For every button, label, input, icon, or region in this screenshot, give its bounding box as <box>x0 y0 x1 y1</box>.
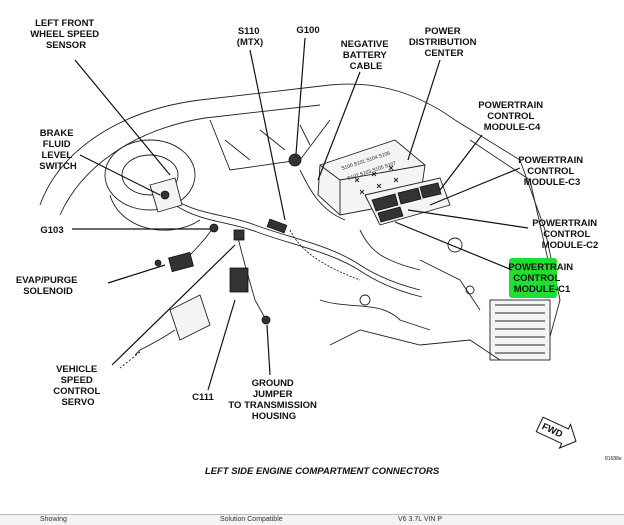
label-s110: S110 (MTX) <box>237 26 263 48</box>
diagram-caption: LEFT SIDE ENGINE COMPARTMENT CONNECTORS <box>205 466 440 477</box>
label-left-front-wheel-speed-sensor: LEFT FRONT WHEEL SPEED SENSOR <box>30 18 102 51</box>
figure-code: 81688e <box>605 456 622 462</box>
label-pcm-c4: POWERTRAIN CONTROL MODULE-C4 <box>478 100 546 133</box>
label-g100: G100 <box>296 25 319 36</box>
label-power-distribution-center: POWER DISTRIBUTION CENTER <box>409 26 479 59</box>
leader-lines <box>72 37 529 391</box>
footer-bar: Showing Solution Compatible V6 3.7L VIN … <box>0 514 624 525</box>
footer-col-3: V6 3.7L VIN P <box>398 516 443 523</box>
label-brake-fluid-level-switch: BRAKE FLUID LEVEL SWITCH <box>39 128 77 172</box>
label-negative-battery-cable: NEGATIVE BATTERY CABLE <box>341 39 392 72</box>
label-ground-jumper: GROUND JUMPER TO TRANSMISSION HOUSING <box>228 378 319 422</box>
label-g103: G103 <box>40 225 63 236</box>
label-c111: C111 <box>192 392 214 403</box>
footer-col-1: Showing <box>40 516 67 523</box>
label-pcm-c1: POWERTRAIN CONTROL MODULE-C1 <box>508 262 576 295</box>
engine-artwork: S100 S101 S104 S106 S102 S103 S105 S107 <box>39 83 561 369</box>
label-evap-purge-solenoid: EVAP/PURGE SOLENOID <box>16 275 80 297</box>
label-pcm-c3: POWERTRAIN CONTROL MODULE-C3 <box>518 155 586 188</box>
label-vehicle-speed-control-servo: VEHICLE SPEED CONTROL SERVO <box>53 364 102 408</box>
pcm-c1-highlight <box>509 258 557 298</box>
fwd-arrow-icon: FWD <box>535 416 577 449</box>
footer-col-2: Solution Compatible <box>220 516 283 523</box>
label-pcm-c2: POWERTRAIN CONTROL MODULE-C2 <box>532 218 600 251</box>
